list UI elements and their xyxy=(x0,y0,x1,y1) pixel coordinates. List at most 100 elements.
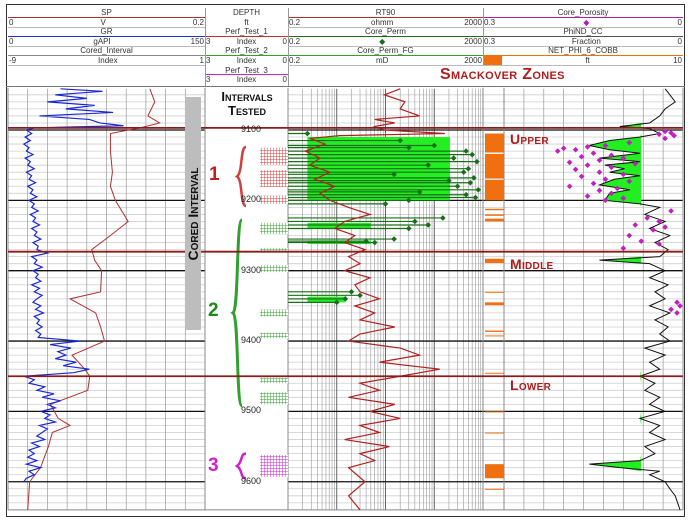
core-porosity-point xyxy=(677,303,683,309)
core-porosity-point xyxy=(620,171,627,178)
core-porosity-point xyxy=(632,222,639,228)
scale-max: 150 xyxy=(190,36,204,46)
core-porosity-point xyxy=(578,173,585,180)
core-perm-point xyxy=(474,158,480,165)
curve-unit: Index xyxy=(236,75,257,85)
scale-max: 2000 xyxy=(464,17,482,27)
track1-curve-line xyxy=(8,55,205,56)
core-perm-point xyxy=(348,288,355,295)
curve-unit: Fraction xyxy=(571,36,601,46)
depth-unit-cell: ft xyxy=(205,18,288,28)
scale-min: 0 xyxy=(9,17,14,27)
scale-min: 0.2 xyxy=(289,17,301,27)
depth-label: 9400 xyxy=(240,335,262,346)
track3-curve-0-header: RT90 xyxy=(288,8,483,18)
perf-test-2-interval xyxy=(260,248,288,252)
core-porosity-point xyxy=(602,142,609,149)
perf-test-2-interval xyxy=(260,332,288,339)
track1-curve-2-header: Cored_Interval xyxy=(8,46,205,56)
zone-label-upper: Upper xyxy=(510,131,549,147)
scale-max: 1 xyxy=(199,56,204,65)
scale-max: 0.2 xyxy=(192,17,204,27)
track1-curve-line xyxy=(8,16,205,18)
curve-unit: Index xyxy=(236,36,257,46)
core-perm-fill xyxy=(307,296,346,303)
perf-test-line xyxy=(205,74,288,76)
scale-max: 0 xyxy=(677,36,682,46)
track3-curve-1-header: Core_Perm xyxy=(288,27,483,37)
net-pay-interval xyxy=(485,291,504,293)
track4-curve-line xyxy=(483,55,683,56)
net-pay-interval xyxy=(485,218,504,222)
perf-test-2-interval xyxy=(260,392,288,405)
core-porosity-point xyxy=(662,128,668,135)
scale-min: 3 xyxy=(206,75,211,85)
core-perm-point xyxy=(412,218,418,225)
core-perm-point xyxy=(391,236,397,242)
core-porosity-point xyxy=(554,148,561,154)
net-pay-interval xyxy=(485,372,504,374)
track4-curve-0-header: Core_Porosity xyxy=(483,8,683,18)
core-perm-point xyxy=(357,292,363,299)
perf-test-3-header: Perf_Test_3 xyxy=(205,66,288,76)
core-porosity-point xyxy=(656,241,662,247)
core-perm-point xyxy=(472,194,479,201)
interval-number-3: 3 xyxy=(208,455,219,476)
track1-curve-scale: 0 V 0.2 xyxy=(8,18,205,28)
phind-porosity-fill xyxy=(589,87,642,510)
perf-test-1-interval xyxy=(260,170,288,187)
net-pay-interval xyxy=(485,208,504,211)
core-perm-point xyxy=(463,148,469,154)
zone-label-middle: Middle xyxy=(510,256,554,272)
curve-title: RT90 xyxy=(375,8,396,17)
header-row-divider xyxy=(8,65,205,67)
core-porosity-point xyxy=(674,299,680,306)
core-perm-point xyxy=(342,296,349,302)
core-porosity-point xyxy=(566,183,573,190)
perf-test-1-interval xyxy=(260,147,288,166)
curve-title: PhiND_CC xyxy=(563,27,603,37)
core-perm-point xyxy=(463,191,469,198)
track4-curve-1-header: PhiND_CC xyxy=(483,27,683,37)
core-porosity-point xyxy=(608,164,615,171)
curve-title: NET_PHI_6_COBB xyxy=(548,46,618,56)
curve-unit: ft xyxy=(585,56,590,65)
core-porosity-point xyxy=(566,159,573,166)
core-perm-point xyxy=(446,177,452,184)
core-perm-point xyxy=(471,175,477,181)
curve-title: Cored_Interval xyxy=(80,46,133,56)
core-porosity-point xyxy=(620,245,627,252)
net-pay-interval xyxy=(485,258,504,263)
core-perm-point xyxy=(460,169,467,176)
depth-label: 9300 xyxy=(240,264,262,275)
net-pay-interval xyxy=(485,488,504,490)
intervals-tested-line1: Intervals xyxy=(221,89,273,104)
curve-unit: mD xyxy=(375,56,389,65)
core-porosity-point xyxy=(662,224,668,230)
zone-label-lower: Lower xyxy=(510,377,552,393)
core-perm-point xyxy=(397,137,404,144)
core-perm-point xyxy=(416,189,423,195)
perf-test-2-header: Perf_Test_2 xyxy=(205,46,288,56)
curve-title: Core_Perm_FG xyxy=(357,46,414,56)
cored-interval-label: Cored Interval xyxy=(185,166,201,261)
core-porosity-point xyxy=(584,144,591,150)
scale-min: 0 xyxy=(9,36,14,46)
interval-brace-3 xyxy=(234,452,247,480)
core-porosity-point xyxy=(596,187,603,194)
core-porosity-point xyxy=(602,176,609,183)
core-porosity-point xyxy=(590,150,597,157)
core-porosity-point xyxy=(650,227,656,233)
header-row-divider xyxy=(288,65,683,67)
scale-min: 0.2 xyxy=(289,36,301,46)
header-column-divider xyxy=(288,8,289,86)
curve-unit: V xyxy=(100,17,106,27)
curve-title: SP xyxy=(101,8,112,17)
core-perm-point xyxy=(425,222,431,228)
zones-title: Smackover Zones xyxy=(440,66,565,83)
scale-min: 3 xyxy=(206,56,211,65)
depth-unit: ft xyxy=(244,17,249,27)
